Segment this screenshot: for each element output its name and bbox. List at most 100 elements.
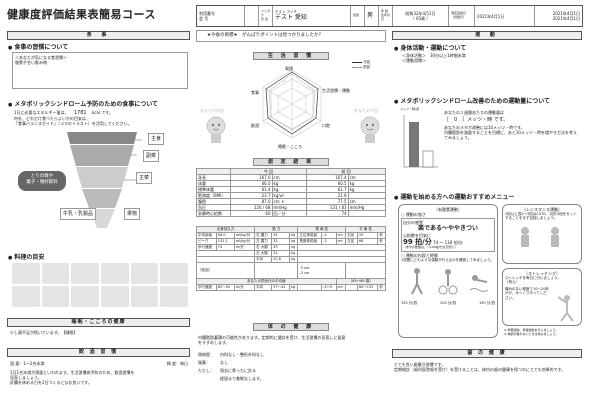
aerobic-hr-label: 心拍数を目安に: [403, 232, 431, 238]
issue-date-cell: 2021年4月1日 2021年4月1日: [535, 6, 582, 26]
body-health-block: 内臓脂肪蓄積の可能性があります。定期的に健診を受け、生活習慣の見直しに留意 をす…: [198, 335, 385, 381]
oral-health-text: とても良い歯磨き習慣です。 定期検診（歯科医院歯を受け）を受けることは、体内の歯…: [394, 362, 580, 372]
dish-icon: [12, 286, 40, 307]
measurement-title: 測 定 結 果: [253, 158, 329, 166]
bar-current: [409, 122, 419, 167]
note-label: ただし：: [198, 368, 214, 373]
radar-axis-activity: 生活習慣・運動: [322, 88, 350, 93]
body-health-text-2: をすすめします。: [198, 340, 230, 345]
dish-icon: [130, 263, 159, 284]
drink-freq-label: 頻 度：: [166, 361, 180, 366]
exercise-text-3: 内臓脂肪を減量することを目標に、あと10メッツ・時を増やす方法を考えてみましょう…: [444, 130, 577, 141]
age-value: （ 65歳 ）: [410, 16, 431, 21]
aerobic-content: ○ 運動の内容と時間: [401, 253, 438, 258]
measure-date-label: 測定実施日: [451, 11, 467, 16]
radar-series-previous: [268, 73, 316, 131]
label-fruit: 果物: [124, 208, 141, 221]
metabo-exercise-title: メタボリックシンドローム改善のための運動量について: [394, 98, 550, 106]
drink-amount-value: 1～2合未満: [23, 361, 45, 366]
resistance-text: 2回以上週2～3回はCUTE。1回10回をセットすることをまず目指しましょう。: [505, 212, 577, 221]
exercise-volume-text: あなたの１週間あたりの運動量は ［ 0 ］メッツ・時 です。 あなたのメタボ改善…: [444, 110, 580, 140]
radar-series-current: [265, 71, 319, 135]
energy-unit: kcal: [91, 110, 100, 115]
name-value: テスト 愛知: [275, 14, 307, 22]
guide-tier-top: [67, 132, 137, 144]
body-activity-text-2: ＜運動習慣＞: [402, 58, 426, 63]
dob-value: 昭和32年4月1日: [405, 11, 436, 16]
exercise-value: ［ 0 ］メッツ・時 です。: [444, 117, 509, 123]
dish-icon: [41, 286, 70, 307]
drink-text-1: 1日1合未満が適量といわれます。生活習慣病予防のため、飲酒習慣を: [10, 370, 135, 375]
aerobic-intensity: ○ 運動の強さ: [401, 212, 426, 217]
member-no-cell: 利用番号 会 号: [197, 6, 245, 26]
dob-label: 生年月日: [381, 13, 391, 21]
aerobic-hr-range: 74 ～ 118 拍/分: [433, 239, 463, 245]
sleep-section-header: 睡眠・こころの健康: [7, 318, 190, 327]
name-label: 氏 名: [261, 16, 268, 21]
guide-tier-main: [82, 189, 122, 208]
aerobic-box: 〔有酸素運動〕 ○ 運動の強さ 自分の感覚 楽である～ややきつい 心拍数を目安に…: [398, 204, 498, 338]
character-previous-icon: [206, 116, 226, 143]
medication-label: 服薬：: [198, 360, 210, 365]
member-no-label: 利用番号: [199, 11, 215, 16]
food-balance-guide-figure: [67, 132, 142, 228]
stretching-text-3: 痛みのない程度で10～20秒かけ、ゆっくり行ってください。: [505, 286, 549, 300]
walking-icon: [410, 268, 423, 295]
metabo-meal-title: メタボリックシンドローム予防のための食事について: [8, 101, 158, 109]
metabo-meal-text: 1日に必要なエネルギー量は、 1781 kcal です。 何を、どれだけ食べたら…: [14, 110, 189, 126]
oral-section-header: 歯 の 健 康: [392, 349, 582, 358]
radar-axis-smoking: 喫煙: [285, 66, 293, 71]
bar-chart-unit: メッツ・時/週: [400, 107, 420, 111]
exercise-note-2: ※ 体調が優れないときは休みましょう。: [504, 332, 559, 336]
body-health-text-1: 内臓脂肪蓄積の可能性があります。定期的に健診を受け、生活習慣の見直しに留意: [198, 335, 346, 340]
snack-label-2: 菓子・嗜好飲料: [26, 179, 58, 185]
page-title: 健康度評価結果表簡易コース: [7, 8, 156, 21]
body-health-title: 体 の 健 康: [253, 323, 329, 331]
patient-info-table: 利用番号 会 号 フリガナ 氏 名 テスト アイチ テスト 愛知 性別 男 年 …: [196, 5, 583, 27]
exercise-note-1: ※ 準備運動、整理運動を行いましょう。: [504, 328, 559, 332]
dob-cell: 昭和32年4月1日 （ 65歳 ）: [393, 6, 449, 26]
aerobic-feeling-value: 楽である～ややきつい: [418, 225, 478, 232]
goal-bar: ★今後の目標★ がんばりポイントは見つかりましたか？: [196, 30, 386, 42]
drink-freq-value: 毎日: [180, 361, 188, 366]
body-activity-text-1: ＜身体活動＞ 30分以上1時間未満: [402, 53, 466, 58]
snack-label-box: とりの数や 菓子・嗜好飲料: [18, 171, 66, 191]
dish-icon: [130, 286, 159, 307]
resistance-icon: [521, 226, 559, 247]
measure-date-cell: 2021年4月1日: [475, 6, 535, 26]
exercise-bar-chart: [403, 115, 438, 168]
stretching-title: 〔ストレッチング〕: [524, 271, 560, 276]
energy-text-2: です。: [101, 110, 113, 115]
exercise-section-header: 運 動: [392, 31, 582, 40]
energy-text-1: 1日に必要なエネルギー量は、: [14, 110, 69, 115]
kana-label: フリガナ: [261, 9, 271, 18]
cooking-guide-grid: [12, 263, 188, 307]
age-label: 年 齢: [381, 9, 388, 14]
history-value: 内科なし・整形外科なし: [220, 352, 264, 357]
dish-icon: [160, 263, 188, 284]
radar-axis-oral: 口腔: [322, 123, 330, 128]
oral-text-2: 定期検診（歯科医院歯を受け）を受けることは、体内の歯の健康を保つのにとても効果的…: [394, 367, 566, 372]
menu-title: 運動を始める方への運動おすすめメニュー: [394, 194, 514, 202]
dish-icon: [41, 263, 70, 284]
dish-icon: [71, 263, 99, 284]
aerobic-title: 〔有酸素運動〕: [434, 207, 462, 212]
energy-value: 1781: [73, 110, 87, 116]
dish-icon: [71, 286, 99, 307]
label-milk: 牛乳・乳製品: [60, 208, 97, 221]
swimming-icon: [470, 275, 489, 293]
drink-block: 酒 量：1～2合未満 頻 度：毎日 1日1合未満が適量といわれます。生活習慣病予…: [10, 361, 188, 385]
energy-text-4: 「食事バランスガイド」（コマのイラスト）を活用してください。: [14, 121, 132, 127]
aerobic-hr-note: （あやの数値は、～108拍/分を目安に）: [403, 245, 458, 250]
legend-previous: 前回: [363, 65, 371, 69]
drink-text-2: 見直しましょう。: [10, 375, 42, 380]
snack-label-1: とりの数や: [30, 174, 54, 179]
meal-habit-title: 食事の習慣について: [8, 44, 68, 52]
aerobic-content-note: 1週間にどのような運動が行えるかを確認してみましょう。: [401, 258, 494, 262]
kana-value: テスト アイチ: [275, 10, 297, 15]
meal-habit-value: 間食や甘い飲み物: [15, 60, 47, 65]
